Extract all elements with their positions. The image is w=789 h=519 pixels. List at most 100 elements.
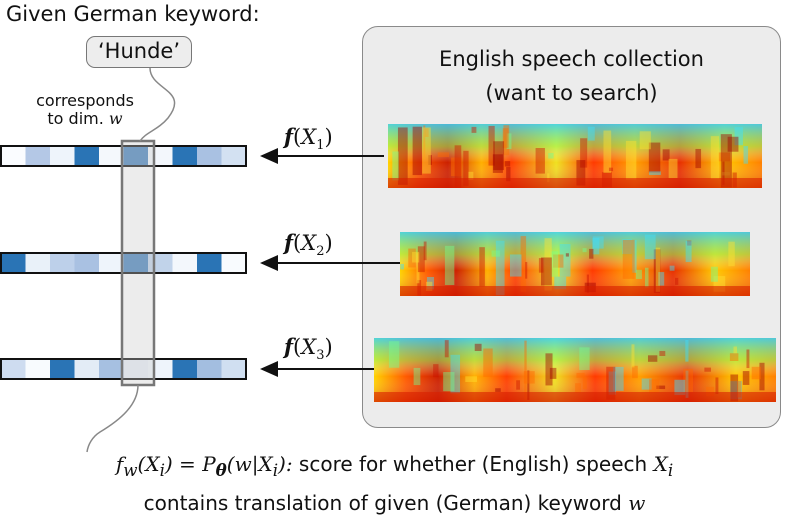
spectrogram-texture xyxy=(704,367,711,372)
vector-cell xyxy=(197,359,222,379)
spectrogram-texture xyxy=(550,251,559,277)
vector-cell xyxy=(50,146,75,166)
spectrogram-texture xyxy=(648,142,661,173)
corresponds-label: corresponds to dim. w xyxy=(20,92,150,128)
spectrogram-texture xyxy=(592,236,604,249)
spectrogram-texture xyxy=(734,127,743,146)
spectrogram-texture xyxy=(727,136,739,152)
spectrogram-texture xyxy=(504,161,511,167)
spectrogram-texture xyxy=(502,128,509,148)
spectrogram-texture xyxy=(544,238,552,291)
spectrogram-texture xyxy=(639,131,651,150)
spectrogram-texture xyxy=(728,241,735,267)
spectrogram-texture xyxy=(412,126,422,176)
spectrogram-texture xyxy=(582,377,587,390)
spectrogram-texture xyxy=(580,138,588,168)
formula-connector xyxy=(86,384,139,453)
spectrogram-texture xyxy=(400,263,404,270)
spectrogram-texture xyxy=(721,172,730,176)
vector-cell xyxy=(25,253,50,273)
vector-cell xyxy=(221,359,246,379)
spectrogram-texture xyxy=(632,240,637,273)
spectrogram-texture xyxy=(488,125,495,166)
spectrogram-texture xyxy=(540,257,552,286)
spectrogram-texture xyxy=(509,254,522,277)
spectrogram-texture xyxy=(603,130,612,173)
spectrogram-texture xyxy=(554,276,567,290)
spectrogram-texture xyxy=(592,237,600,255)
vector-cell xyxy=(1,146,26,166)
spectrogram-texture xyxy=(516,380,520,390)
spectrogram-texture xyxy=(423,241,427,261)
spectrogram-texture xyxy=(538,258,544,273)
spectrogram-texture xyxy=(520,236,527,292)
f-x1-label: f(X1) xyxy=(284,124,333,154)
spectrogram-texture xyxy=(713,276,726,292)
spectrogram-base xyxy=(400,286,750,296)
spectrogram-texture xyxy=(631,344,635,368)
spectrogram-texture xyxy=(525,261,528,279)
corresponds-line2: to dim. w xyxy=(47,109,123,128)
vector-cell xyxy=(1,359,26,379)
spectrogram-texture xyxy=(608,167,614,172)
vector-cell xyxy=(197,253,222,273)
spectrogram-texture xyxy=(474,343,482,351)
spectrogram-texture xyxy=(579,347,590,371)
spectrogram-texture xyxy=(746,349,750,369)
spectrogram-texture xyxy=(450,354,461,394)
spectrogram-texture xyxy=(674,379,686,396)
spectrogram-texture xyxy=(722,161,725,185)
spectrogram-texture xyxy=(710,136,720,180)
spectrogram-texture xyxy=(656,385,666,390)
vector-cell xyxy=(99,359,124,379)
spectrogram-texture xyxy=(586,274,590,294)
spectrogram-texture xyxy=(495,240,505,296)
spectrogram-texture xyxy=(392,151,399,181)
spectrogram-texture xyxy=(444,340,449,358)
spectrogram-texture xyxy=(506,166,511,182)
spectrogram-texture xyxy=(548,152,554,159)
vector-cell xyxy=(99,146,124,166)
spectrogram-texture xyxy=(423,125,426,160)
spectrogram-texture xyxy=(718,152,731,162)
spectrogram-texture xyxy=(733,346,738,354)
spectrogram-texture xyxy=(683,368,693,393)
spectrogram-texture xyxy=(606,366,616,400)
panel-title-line2: (want to search) xyxy=(485,81,658,105)
spectrogram-texture xyxy=(659,350,666,356)
spectrogram-texture xyxy=(589,248,594,259)
spectrogram-texture xyxy=(426,276,435,290)
spectrogram-texture xyxy=(655,247,661,292)
spectrogram-texture xyxy=(492,154,503,173)
spectrogram-texture xyxy=(622,239,635,279)
spectrogram-texture xyxy=(450,157,462,177)
spectrogram-texture xyxy=(491,250,500,257)
spectrogram-texture xyxy=(559,244,571,277)
spectrogram-texture xyxy=(685,370,689,398)
vector-cell xyxy=(123,359,148,379)
spectrogram-texture xyxy=(523,371,535,384)
vector-cell xyxy=(221,146,246,166)
spectrogram-texture xyxy=(730,374,739,402)
spectrogram-texture xyxy=(503,125,510,156)
spectrogram-texture xyxy=(468,171,474,180)
vector-cell xyxy=(123,146,148,166)
vector-cell xyxy=(123,253,148,273)
spectrogram-texture xyxy=(545,353,553,386)
vector-cell xyxy=(99,253,124,273)
spectrogram-texture xyxy=(625,140,637,180)
vector-cell xyxy=(74,146,99,166)
spectrogram-texture xyxy=(428,155,432,165)
spectrogram-texture xyxy=(479,247,485,287)
spectrogram-texture xyxy=(632,365,638,379)
spectrogram-texture xyxy=(422,127,431,174)
spectrogram-texture xyxy=(397,127,408,185)
spectrogram-texture xyxy=(669,265,675,271)
vector-cell xyxy=(172,146,197,166)
spectrogram-texture xyxy=(658,272,665,286)
spectrogram-1 xyxy=(388,124,762,188)
vector-cell xyxy=(197,146,222,166)
corresponds-line1: corresponds xyxy=(36,91,134,110)
spectrogram-texture xyxy=(527,370,530,400)
spectrogram-texture xyxy=(710,266,718,282)
